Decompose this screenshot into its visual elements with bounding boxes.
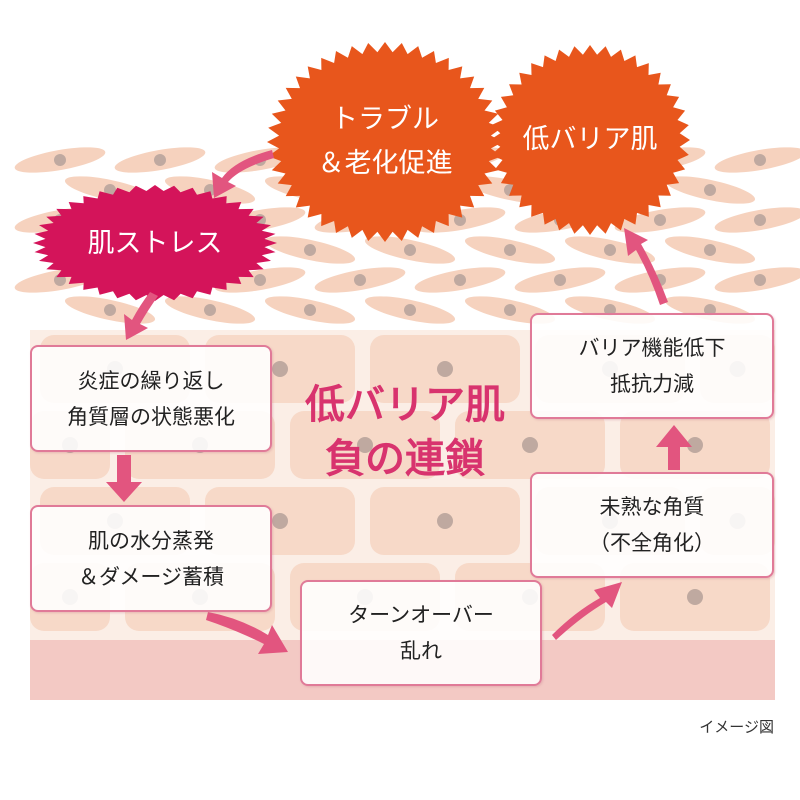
cell-nucleus xyxy=(54,154,66,166)
burst-skin-stress-shape xyxy=(33,185,277,301)
burst-trouble-line1: トラブル xyxy=(331,104,439,135)
cell-nucleus xyxy=(504,304,516,316)
cell-nucleus xyxy=(404,244,416,256)
step-box-moisture-loss: 肌の水分蒸発 ＆ダメージ蓄積 xyxy=(30,505,272,612)
arrow-step1-to-step2 xyxy=(106,455,142,502)
arrow-trouble-to-stress xyxy=(212,150,274,198)
burst-skin-stress: 肌ストレス xyxy=(87,228,223,259)
corneocyte xyxy=(714,267,800,293)
corneocyte xyxy=(364,296,456,324)
starbursts xyxy=(33,42,690,301)
cell-nucleus xyxy=(654,214,666,226)
cell-nucleus xyxy=(604,244,616,256)
burst-low-barrier-shape xyxy=(490,45,690,235)
cell-nucleus xyxy=(404,304,416,316)
step-box-barrier-decline: バリア機能低下 抵抗力減 xyxy=(530,313,774,419)
corneocyte xyxy=(464,236,556,264)
step-line: 角質層の状態悪化 xyxy=(67,404,235,429)
step-line: ターンオーバー xyxy=(348,603,494,627)
cell-nucleus xyxy=(454,274,466,286)
corneocyte xyxy=(714,207,800,233)
step-line: ＆ダメージ蓄積 xyxy=(78,564,224,589)
corneocyte xyxy=(364,236,456,264)
corneocyte xyxy=(414,267,506,293)
step-line: バリア機能低下 xyxy=(578,336,726,360)
burst-trouble-line2: ＆老化促進 xyxy=(317,148,453,179)
burst-low-barrier: 低バリア肌 xyxy=(522,124,658,155)
cell-nucleus xyxy=(304,304,316,316)
step-line: 炎症の繰り返し xyxy=(77,368,225,393)
cell-nucleus xyxy=(754,274,766,286)
corneocyte xyxy=(14,147,106,173)
corneocyte xyxy=(664,236,756,264)
cell-nucleus xyxy=(704,244,716,256)
corneocyte xyxy=(264,296,356,324)
corneocyte xyxy=(514,267,606,293)
step-line: 肌の水分蒸発 xyxy=(88,528,214,553)
chain-title-line2: 負の連鎖 xyxy=(325,436,485,482)
step-line: （不全角化） xyxy=(589,531,715,555)
corneocyte xyxy=(564,236,656,264)
burst-trouble-shape xyxy=(267,42,503,242)
corneocyte xyxy=(314,267,406,293)
arrow-stress-to-step1 xyxy=(124,292,158,340)
image-caption: イメージ図 xyxy=(699,718,774,736)
chain-title-line1: 低バリア肌 xyxy=(305,382,505,428)
cell-nucleus xyxy=(687,589,703,605)
corneocyte xyxy=(714,147,800,173)
corneocyte xyxy=(414,207,506,233)
corneocyte xyxy=(214,267,306,293)
corneocyte xyxy=(64,296,156,324)
corneocyte xyxy=(614,207,706,233)
step-line: 抵抗力減 xyxy=(610,372,694,396)
arrow-step5-to-lowbarrier xyxy=(624,228,668,305)
cell-nucleus xyxy=(272,361,288,377)
arrow-step4-to-step5 xyxy=(656,425,692,470)
cell-nucleus xyxy=(754,154,766,166)
cell-nucleus xyxy=(554,274,566,286)
cell-nucleus xyxy=(437,361,453,377)
burst-trouble: トラブル ＆老化促進 xyxy=(300,98,470,186)
cell-nucleus xyxy=(154,154,166,166)
cell-nucleus xyxy=(687,437,703,453)
cell-nucleus xyxy=(254,274,266,286)
cell-nucleus xyxy=(272,513,288,529)
step-box-turnover: ターンオーバー 乱れ xyxy=(300,580,542,686)
flow-arrows xyxy=(106,150,692,654)
cell-nucleus xyxy=(104,304,116,316)
step-box-immature-keratin: 未熟な角質 （不全角化） xyxy=(530,472,774,578)
step-box-inflammation: 炎症の繰り返し 角質層の状態悪化 xyxy=(30,345,272,452)
cell-nucleus xyxy=(104,184,116,196)
cell-nucleus xyxy=(437,513,453,529)
arrow-step2-to-step3 xyxy=(206,612,288,654)
step-line: 未熟な角質 xyxy=(599,495,705,519)
step-line: 乱れ xyxy=(400,639,442,663)
cell-nucleus xyxy=(754,214,766,226)
cell-nucleus xyxy=(454,214,466,226)
cell-nucleus xyxy=(304,244,316,256)
corneocyte xyxy=(264,236,356,264)
chain-title: 低バリア肌 負の連鎖 xyxy=(290,378,520,486)
corneocyte xyxy=(664,176,756,204)
arrow-step3-to-step4 xyxy=(552,582,622,640)
cell-nucleus xyxy=(704,184,716,196)
cell-nucleus xyxy=(522,437,538,453)
cell-nucleus xyxy=(504,244,516,256)
cell-nucleus xyxy=(354,274,366,286)
corneocyte xyxy=(114,147,206,173)
corneocyte xyxy=(164,296,256,324)
cell-nucleus xyxy=(357,437,373,453)
cell-nucleus xyxy=(204,304,216,316)
